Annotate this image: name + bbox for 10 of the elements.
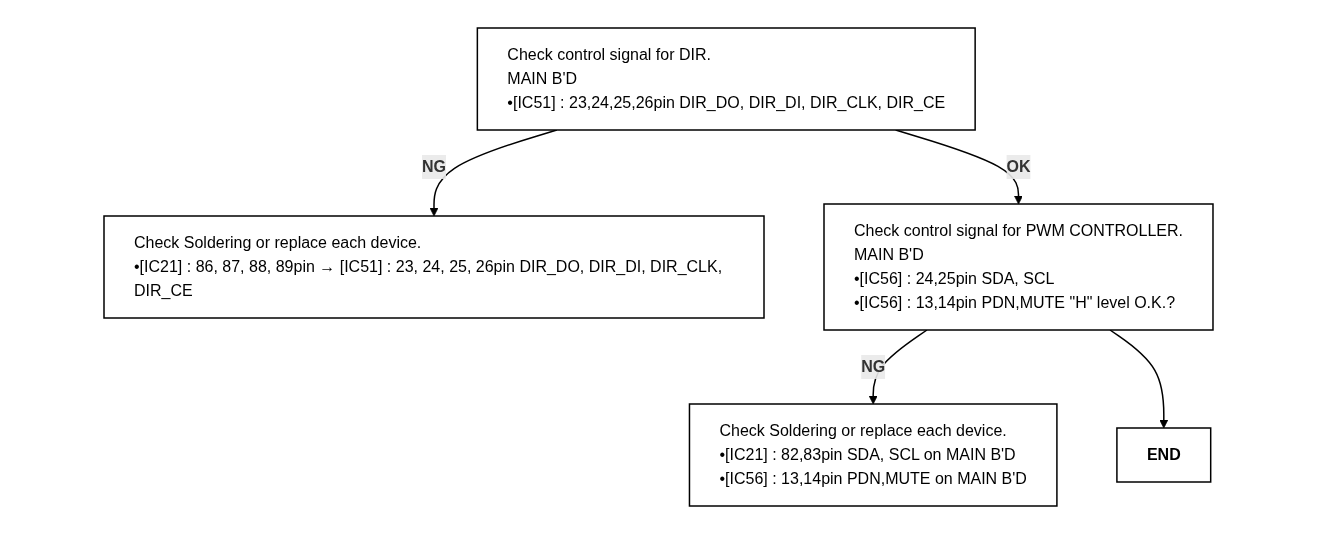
node-box: Check control signal for PWM CONTROLLER. MAIN B'D •[IC56] : 24,25pin SDA, SCL •[IC56] : 13,14pin PDN,MUTE "H" level O.K.? [823, 202, 1214, 331]
edge-label: NG [861, 357, 886, 375]
arrow [1109, 328, 1169, 428]
arrow [868, 328, 928, 404]
edge-label: NG [422, 157, 446, 175]
node-box: Check Soldering or replace each device. •[IC21] : 82,83pin SDA, SCL on MAIN B'D •[IC56] : 13,14pin PDN,MUTE on MAIN B'D [688, 402, 1058, 507]
node-box: END [1116, 426, 1212, 483]
node-box: Check Soldering or replace each device. •[IC21] : 86, 87, 88, 89pin → [IC51] : 23, 24, 25, 26pin DIR_DO, DIR_DI, DIR_CLK, DIR_CE [103, 214, 765, 319]
edge-label: OK [1006, 157, 1031, 175]
node-box: Check control signal for DIR. MAIN B'D •[IC51] : 23,24,25,26pin DIR_DO, DIR_DI, DIR_CLK, DIR_CE [476, 26, 976, 131]
